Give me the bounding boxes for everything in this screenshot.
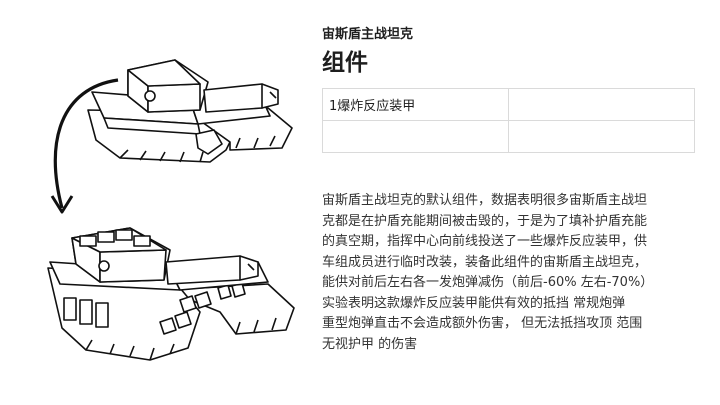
- table-cell: [322, 120, 509, 153]
- table-row: 1爆炸反应装甲: [322, 88, 695, 121]
- tank-name: 宙斯盾主战坦克: [322, 27, 414, 42]
- tank-icon: [87, 59, 293, 163]
- table-cell: [508, 88, 695, 121]
- table-row: [322, 120, 695, 153]
- tank-with-armor-icon: [47, 227, 295, 361]
- component-description: 宙斯盾主战坦克的默认组件，数据表明很多宙斯盾主战坦 克都是在护盾充能期间被击毁的…: [322, 193, 654, 352]
- component-panel: 宙斯盾主战坦克 组件 1爆炸反应装甲 宙斯盾主战坦克的默认组件，数据表明很多宙斯…: [322, 26, 700, 355]
- illustration: [0, 0, 310, 405]
- page-title: 组件: [322, 50, 368, 76]
- components-table: 1爆炸反应装甲: [322, 88, 695, 153]
- curved-arrow-icon: [50, 78, 119, 214]
- table-cell: [508, 120, 695, 153]
- table-cell: 1爆炸反应装甲: [322, 88, 509, 121]
